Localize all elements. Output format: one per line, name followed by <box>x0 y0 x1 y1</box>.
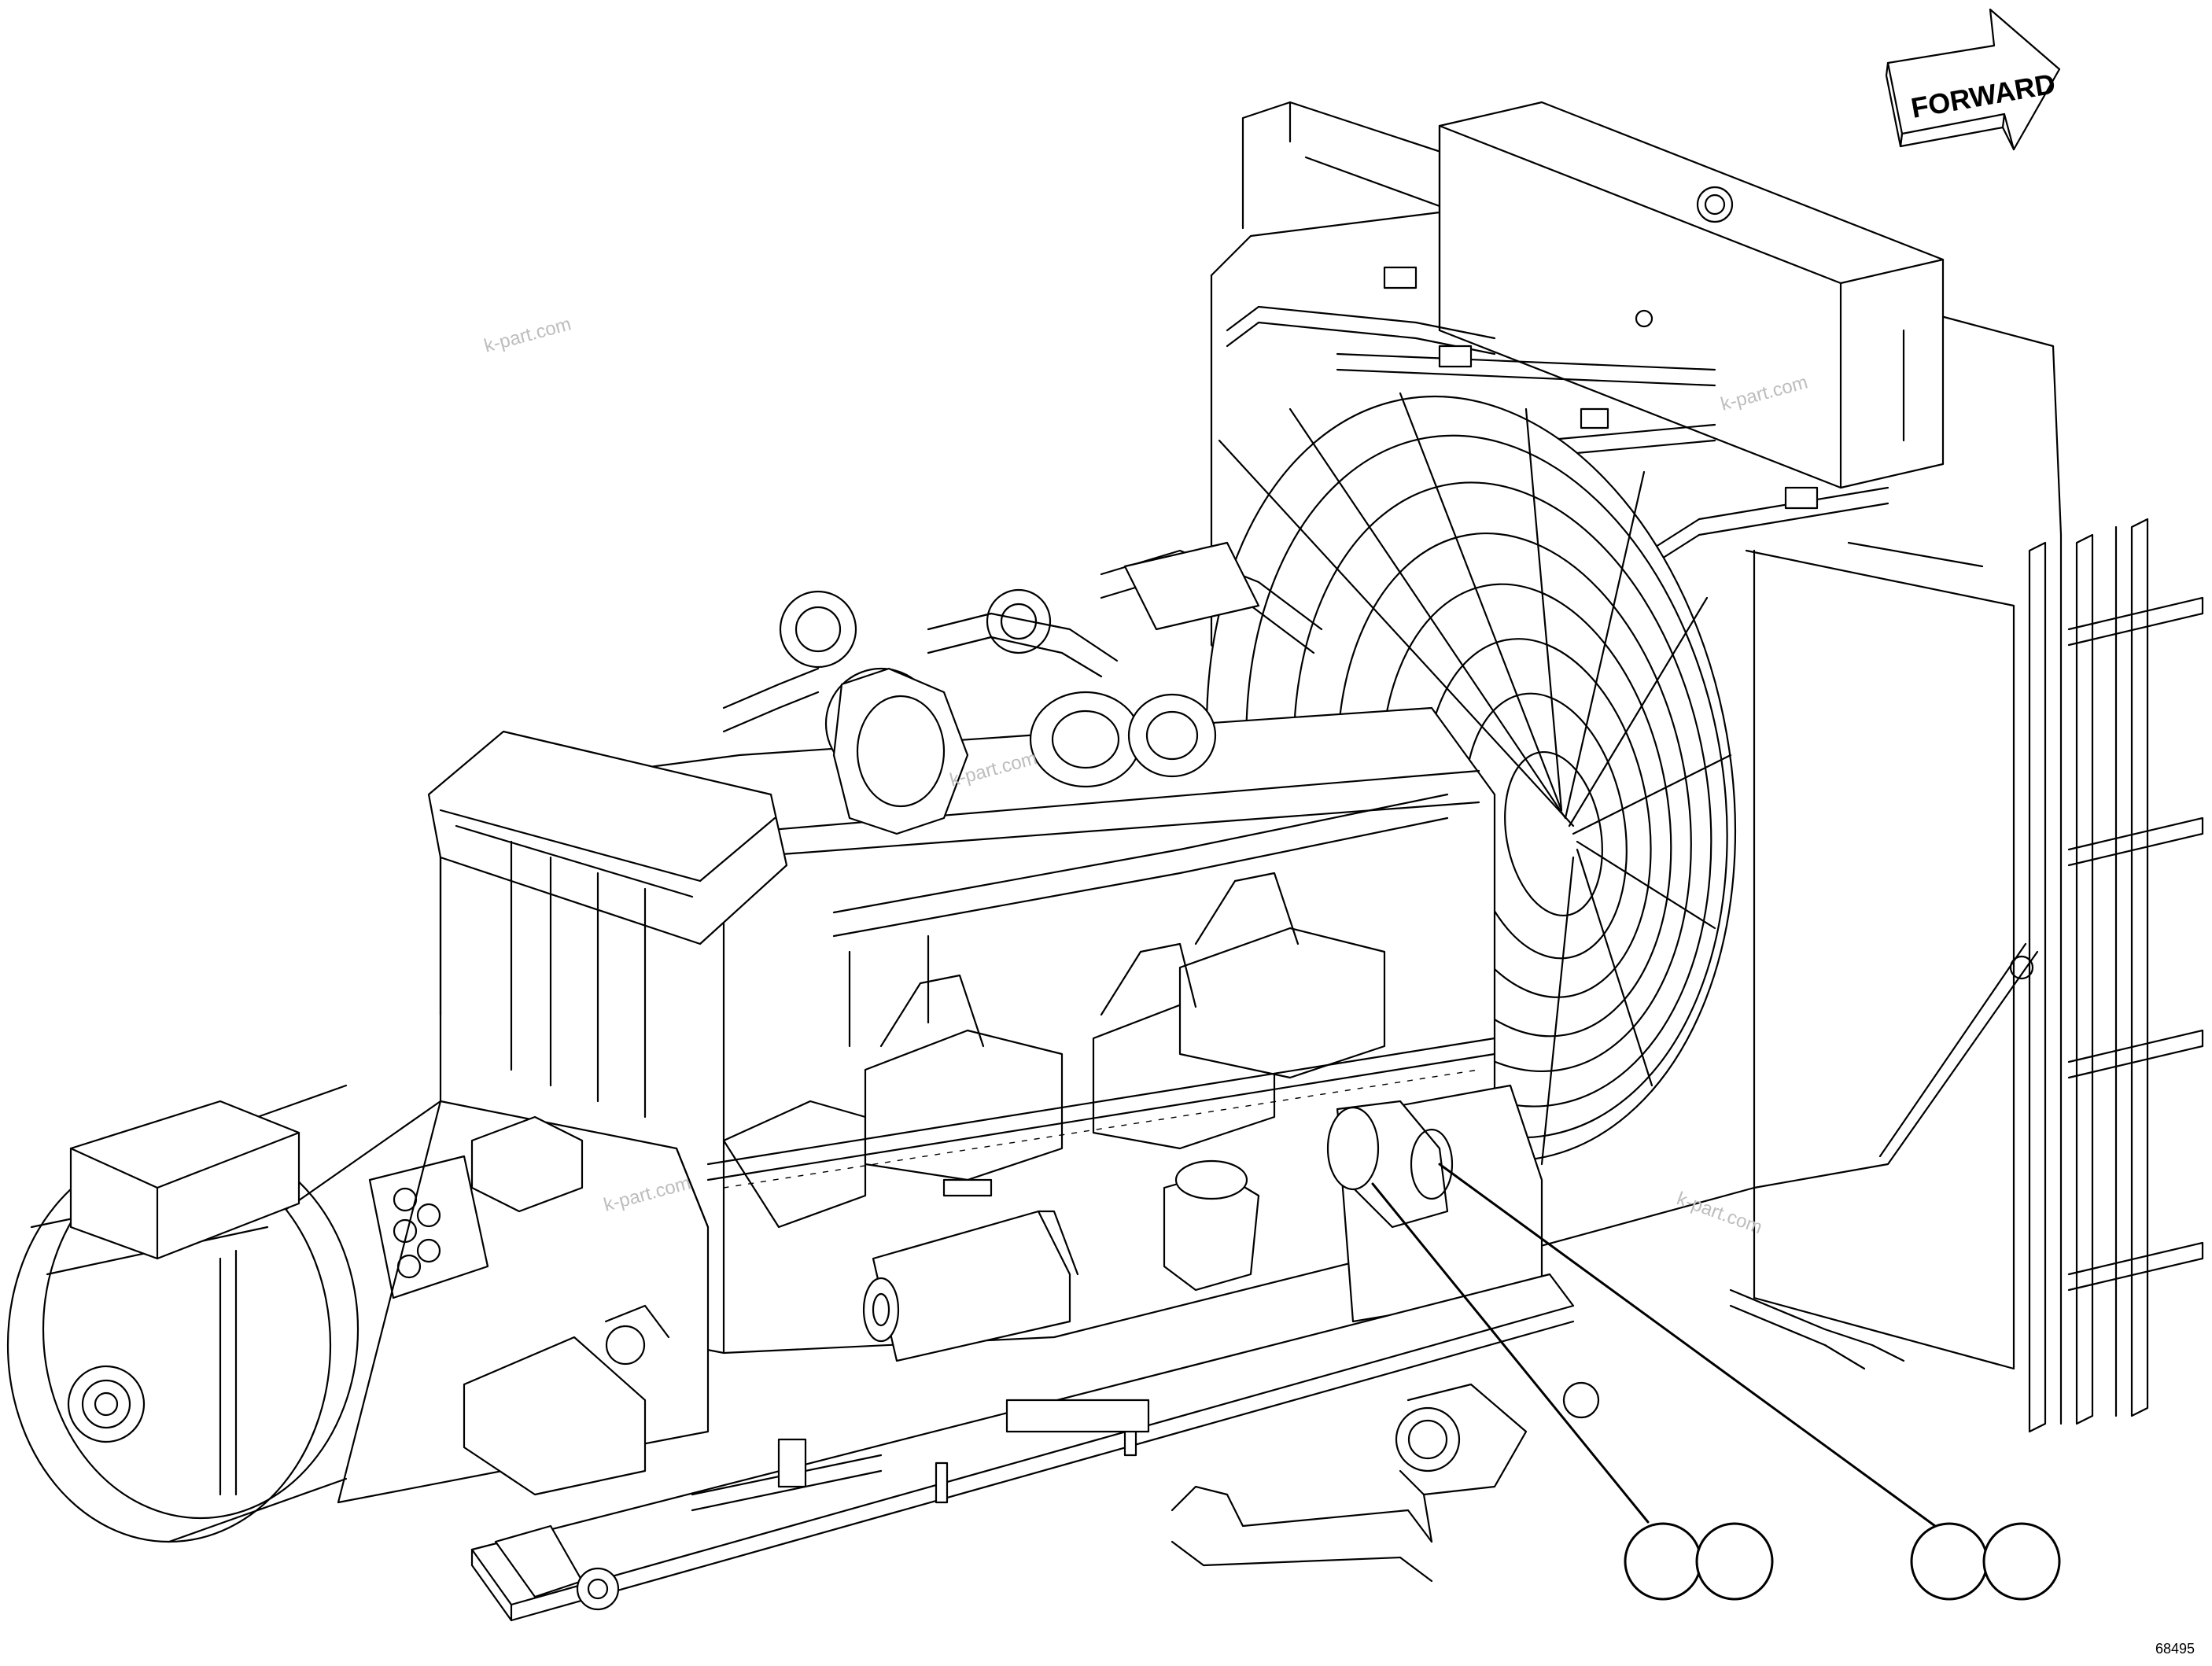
callout-bubble-a2[interactable] <box>1695 1522 1774 1601</box>
callouts <box>1371 1163 2061 1601</box>
radiator-assembly <box>1210 101 2204 1433</box>
forward-arrow-icon: FORWARD <box>1885 8 2061 151</box>
leader-line-b <box>1438 1163 1937 1528</box>
callout-bubble-b1[interactable] <box>1910 1522 1989 1601</box>
leader-line-a <box>1371 1182 1650 1524</box>
watermark-text: k-part.com <box>482 313 573 356</box>
oil-filter <box>862 1100 1454 1362</box>
turbochargers <box>722 541 1323 835</box>
callout-bubble-b2[interactable] <box>1982 1522 2061 1601</box>
callout-bubble-a1[interactable] <box>1624 1522 1702 1601</box>
generator <box>6 1084 710 1543</box>
base-frame <box>470 1178 1600 1622</box>
figure-code: 68495 <box>2155 1641 2195 1657</box>
watermark-text: k-part.com <box>1674 1188 1765 1238</box>
